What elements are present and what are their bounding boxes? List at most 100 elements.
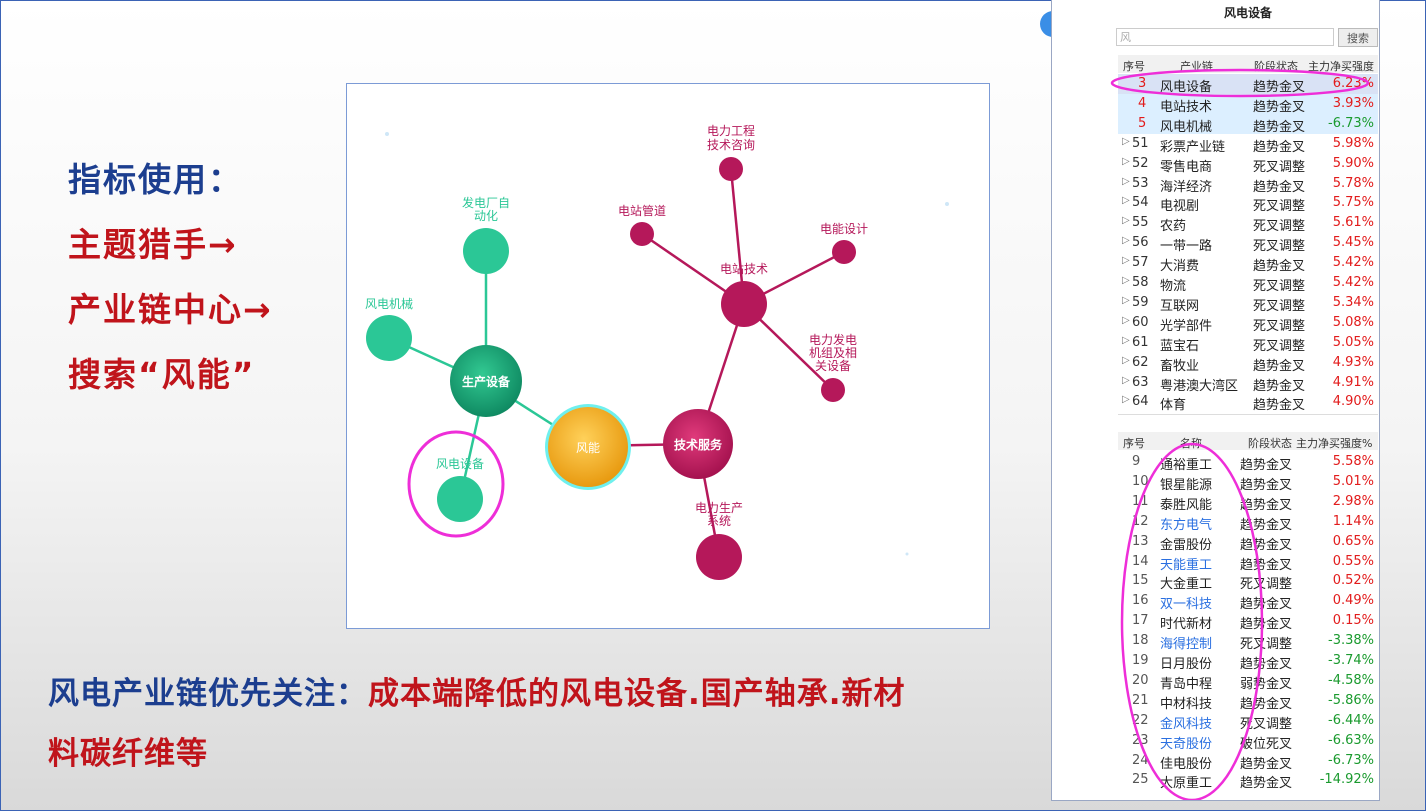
node-station-technology-label: 电站技术 bbox=[720, 262, 768, 276]
expand-icon[interactable]: ▷ bbox=[1122, 195, 1130, 207]
node-station-technology[interactable] bbox=[721, 281, 767, 327]
row-chain: 风电机械 bbox=[1160, 119, 1213, 135]
row-chain: 物流 bbox=[1160, 279, 1187, 294]
row-chain: 零售电商 bbox=[1160, 159, 1213, 175]
search-input[interactable]: 风 bbox=[1116, 28, 1334, 46]
expand-icon[interactable]: ▷ bbox=[1122, 394, 1130, 406]
node-power-design[interactable] bbox=[832, 240, 856, 264]
node-station-piping[interactable] bbox=[630, 222, 654, 246]
expand-icon[interactable]: ▷ bbox=[1122, 354, 1130, 366]
row-no: 23 bbox=[1132, 732, 1149, 748]
node-technical-service[interactable] bbox=[663, 409, 733, 479]
row-state: 趋势金叉 bbox=[1240, 497, 1293, 513]
row-stock-name[interactable]: 时代新材 bbox=[1160, 617, 1213, 633]
node-production-equipment[interactable] bbox=[450, 345, 522, 417]
row-stock-name[interactable]: 日月股份 bbox=[1160, 657, 1213, 672]
node-wind-machinery[interactable] bbox=[366, 315, 412, 361]
expand-icon[interactable]: ▷ bbox=[1122, 255, 1130, 267]
node-generator-equipment[interactable] bbox=[821, 378, 845, 402]
expand-icon[interactable]: ▷ bbox=[1122, 294, 1130, 306]
row-stock-name[interactable]: 金风科技 bbox=[1160, 716, 1213, 732]
expand-icon[interactable]: ▷ bbox=[1122, 314, 1130, 326]
row-strength: 0.65% bbox=[1332, 533, 1374, 549]
search-button[interactable]: 搜索 bbox=[1338, 28, 1378, 47]
row-no: 61 bbox=[1132, 334, 1149, 350]
expand-icon[interactable]: ▷ bbox=[1122, 155, 1130, 167]
node-wind-equipment-label: 风电设备 bbox=[436, 457, 484, 471]
expand-icon[interactable]: ▷ bbox=[1122, 374, 1130, 386]
node-wind-equipment[interactable] bbox=[437, 476, 483, 522]
node-power-production-system[interactable] bbox=[696, 534, 742, 580]
expand-icon[interactable]: ▷ bbox=[1122, 334, 1130, 346]
row-state: 死叉调整 bbox=[1253, 199, 1306, 215]
node-power-plant-automation[interactable] bbox=[463, 228, 509, 274]
col-strength[interactable]: 主力净买强度 bbox=[1308, 60, 1374, 73]
expand-icon[interactable]: ▷ bbox=[1122, 135, 1130, 147]
row-stock-name[interactable]: 海得控制 bbox=[1160, 637, 1213, 653]
row-stock-name[interactable]: 太原重工 bbox=[1160, 776, 1213, 792]
center-node-wind-energy[interactable] bbox=[548, 407, 628, 487]
expand-icon[interactable]: ▷ bbox=[1122, 235, 1130, 247]
row-stock-name[interactable]: 天奇股份 bbox=[1160, 736, 1213, 752]
row-stock-name[interactable]: 银星能源 bbox=[1160, 477, 1213, 493]
red-edges bbox=[585, 168, 845, 558]
node-power-engineering-consulting[interactable] bbox=[719, 157, 743, 181]
row-stock-name[interactable]: 东方电气 bbox=[1160, 517, 1213, 533]
row-no: 12 bbox=[1132, 513, 1149, 529]
col-no: 序号 bbox=[1123, 60, 1145, 73]
row-stock-name[interactable]: 金雷股份 bbox=[1160, 537, 1213, 553]
expand-icon[interactable]: ▷ bbox=[1122, 175, 1130, 187]
row-stock-name[interactable]: 青岛中程 bbox=[1160, 676, 1213, 692]
row-state: 死叉调整 bbox=[1240, 716, 1293, 732]
row-stock-name[interactable]: 天能重工 bbox=[1160, 557, 1213, 573]
expand-icon[interactable]: ▷ bbox=[1122, 275, 1130, 286]
row-strength: -6.44% bbox=[1328, 712, 1374, 728]
row-state: 趋势金叉 bbox=[1240, 756, 1293, 772]
row-stock-name[interactable]: 中材科技 bbox=[1160, 696, 1213, 712]
row-stock-name[interactable]: 双一科技 bbox=[1160, 597, 1213, 613]
row-stock-name[interactable]: 泰胜风能 bbox=[1160, 497, 1213, 513]
row-stock-name[interactable]: 大金重工 bbox=[1160, 577, 1213, 593]
row-stock-name[interactable]: 佳电股份 bbox=[1160, 756, 1213, 772]
row-no: 64 bbox=[1132, 394, 1149, 410]
expand-icon[interactable]: ▷ bbox=[1122, 215, 1130, 227]
col-strength[interactable]: 主力净买强度% bbox=[1296, 437, 1373, 450]
row-stock-name[interactable]: 通裕重工 bbox=[1160, 458, 1213, 473]
row-no: 21 bbox=[1132, 692, 1149, 708]
node-generator-label-1: 电力发电 bbox=[809, 332, 857, 347]
